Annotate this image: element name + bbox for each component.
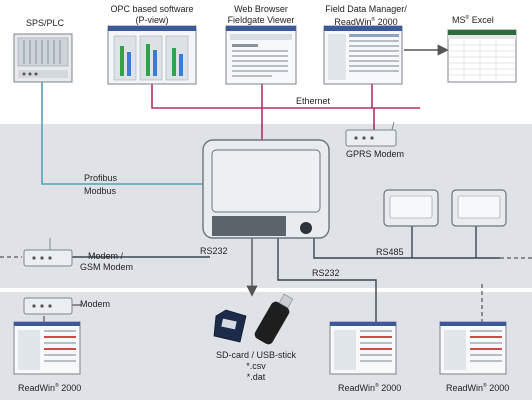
label-modem: Modem [80,299,111,309]
remote-display-2 [451,189,507,227]
field-data-manager-screen [323,25,403,85]
label-opc-line2: (P-view) [135,15,169,25]
label-fdm-line1: Field Data Manager/ [325,4,407,14]
web-browser-screen [225,25,297,85]
usb-stick [254,293,294,345]
label-readwin-right: ReadWin® 2000 [446,383,510,393]
label-profibus: Profibus [84,173,118,183]
label-rs232-upper: RS232 [200,246,228,256]
opc-software-screen [107,25,197,85]
label-web-line1: Web Browser [234,4,288,14]
label-opc: OPC based software (P-view) [102,4,202,26]
modem-device [23,297,73,315]
readwin-screen-left [13,321,81,375]
label-storage-line2: *.csv [246,361,266,371]
rs232-readwin-line [277,238,377,322]
label-web-browser: Web Browser Fieldgate Viewer [216,4,306,26]
label-storage-line1: SD-card / USB-stick [215,350,296,360]
label-modem-gsm-line2: GSM Modem [80,262,134,272]
sps-plc-device [13,33,73,83]
label-storage: SD-card / USB-stick *.csv *.dat [206,350,306,383]
excel-screen [447,29,517,83]
profibus-line [41,80,205,185]
ethernet-line [151,84,420,109]
label-rs485: RS485 [376,247,404,257]
label-readwin-left: ReadWin® 2000 [18,383,82,393]
rs485-line [313,236,500,259]
recorder-device [202,139,330,239]
label-excel: MS® Excel [452,15,494,25]
label-opc-line1: OPC based software [110,4,194,14]
remote-display-1 [383,189,439,227]
label-ethernet: Ethernet [296,96,331,106]
gsm-modem-device [23,238,73,267]
label-modbus: Modbus [84,186,117,196]
label-fdm-line2: ReadWin® 2000 [334,17,398,27]
label-sps-plc: SPS/PLC [26,18,65,28]
label-gprs-modem: GPRS Modem [346,149,405,159]
label-rs232-lower: RS232 [312,268,340,278]
label-web-line2: Fieldgate Viewer [227,15,295,25]
label-field-data-manager: Field Data Manager/ ReadWin® 2000 [318,4,414,28]
readwin-screen-right [439,321,507,375]
sd-card [213,309,247,343]
readwin-screen-middle [329,321,397,375]
label-readwin-middle: ReadWin® 2000 [338,383,402,393]
gprs-modem-device [345,121,397,147]
label-modem-gsm-line1: Modem / [88,251,124,261]
label-storage-line3: *.dat [246,372,266,382]
